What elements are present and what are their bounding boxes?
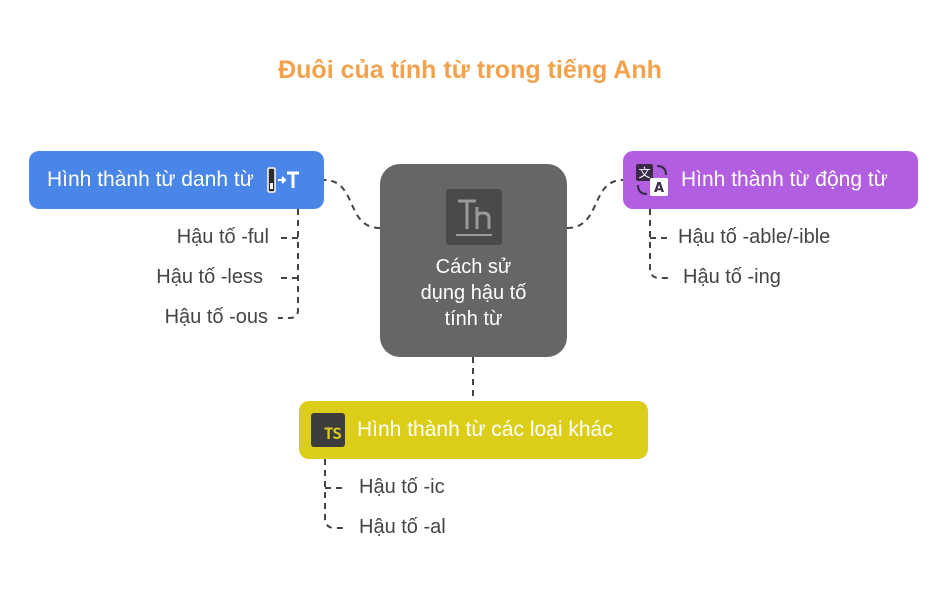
branch-verb-box: 文 A Hình thành từ động từ xyxy=(623,151,918,209)
leaf-noun-ful: Hậu tố -ful xyxy=(176,226,269,248)
branch-noun-box: Hình thành từ danh từ xyxy=(29,151,324,209)
connector-noun-leaves xyxy=(278,209,299,319)
center-label-line: tính từ xyxy=(444,308,503,330)
connector-center-noun xyxy=(323,179,381,229)
leaf-noun-less: Hậu tố -less xyxy=(156,266,263,288)
branch-verb-label: Hình thành từ động từ xyxy=(681,168,888,191)
connector-other-leaves xyxy=(324,459,347,529)
leaf-other-ic: Hậu tố -ic xyxy=(359,476,445,498)
leaf-verb-ing: Hậu tố -ing xyxy=(683,266,781,288)
center-label: Cách sử dụng hậu tố tính từ xyxy=(380,254,567,332)
leaf-noun-ous: Hậu tố -ous xyxy=(164,306,268,328)
translate-icon: 文 A xyxy=(635,163,669,197)
branch-noun-label: Hình thành từ danh từ xyxy=(47,168,254,191)
svg-text:文: 文 xyxy=(638,165,650,180)
connector-center-verb xyxy=(566,179,624,229)
font-typography-icon xyxy=(446,189,502,245)
diagram-title: Đuôi của tính từ trong tiếng Anh xyxy=(278,56,662,84)
branch-other-box: TS Hình thành từ các loại khác xyxy=(299,401,648,459)
branch-other-label: Hình thành từ các loại khác xyxy=(357,418,613,441)
typescript-icon: TS xyxy=(311,413,345,447)
leaf-other-al: Hậu tố -al xyxy=(359,516,446,538)
svg-text:A: A xyxy=(654,181,664,196)
connector-verb-leaves xyxy=(649,209,672,279)
center-label-line: dụng hậu tố xyxy=(420,282,527,304)
text-cursor-icon xyxy=(266,165,302,195)
center-node: Cách sử dụng hậu tố tính từ xyxy=(380,164,567,357)
leaf-verb-able: Hậu tố -able/-ible xyxy=(678,226,831,248)
center-label-line: Cách sử xyxy=(435,256,512,278)
